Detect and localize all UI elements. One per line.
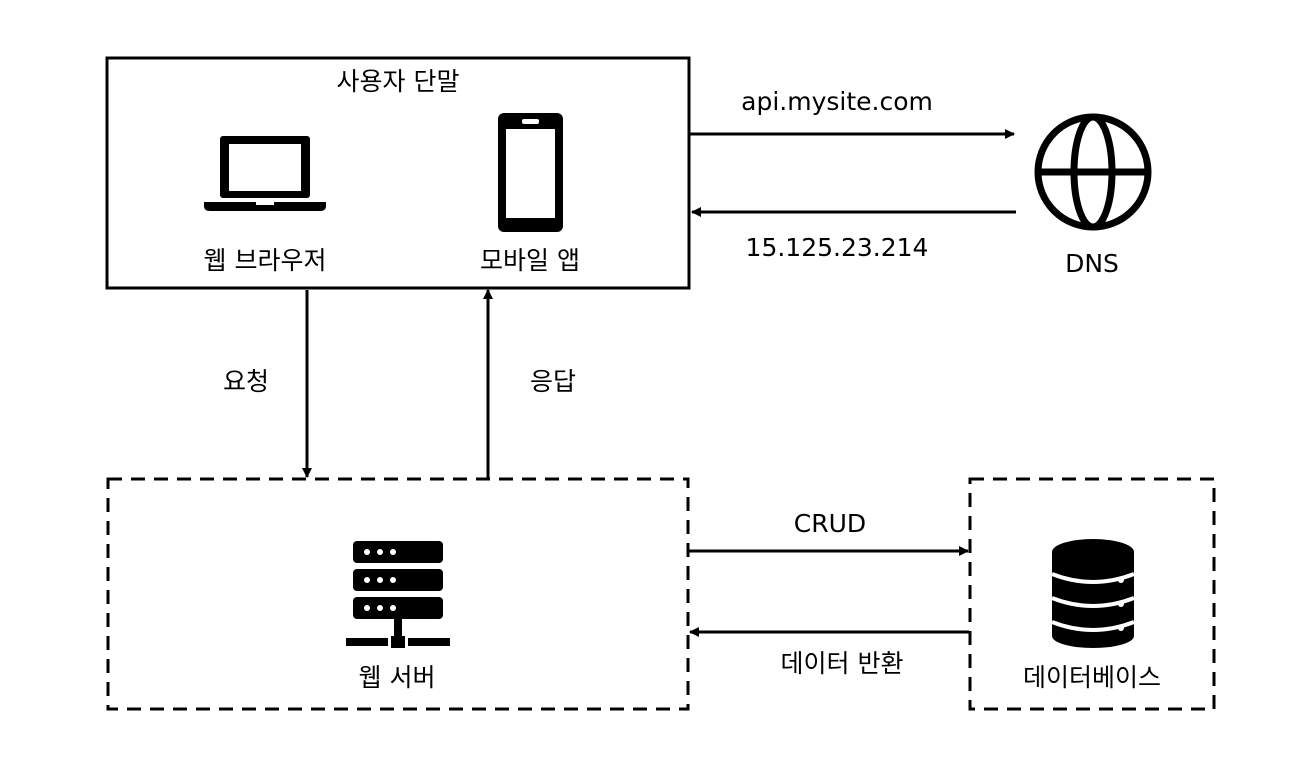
user-terminal-title: 사용자 단말: [336, 67, 460, 96]
database-box: [968, 477, 1216, 711]
dns-label: DNS: [1065, 249, 1119, 278]
smartphone-icon: [498, 113, 563, 232]
laptop-icon: [204, 136, 326, 211]
web-server-label: 웹 서버: [358, 663, 436, 692]
dns-request-label: api.mysite.com: [741, 87, 933, 116]
web-server-box: [106, 477, 690, 711]
data-return-label: 데이터 반환: [780, 649, 904, 678]
database-label: 데이터베이스: [1022, 663, 1162, 692]
request-label: 요청: [222, 367, 270, 396]
globe-icon: [1034, 113, 1152, 231]
database-icon: [1051, 539, 1135, 648]
response-label: 응답: [529, 367, 577, 396]
dns-response-label: 15.125.23.214: [745, 233, 929, 262]
mobile-app-label: 모바일 앱: [480, 246, 580, 275]
web-browser-label: 웹 브라우저: [203, 246, 327, 275]
server-icon: [346, 541, 450, 648]
crud-label: CRUD: [793, 509, 867, 538]
user-terminal-box: [105, 56, 691, 290]
